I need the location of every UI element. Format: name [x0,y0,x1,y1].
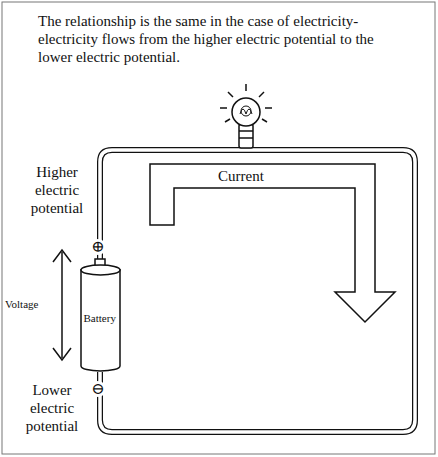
current-label: Current [218,167,264,185]
wire [100,150,415,432]
current-arrow: Current [148,158,398,324]
caption-text: The relationship is the same in the case… [38,12,410,66]
light-bulb [220,84,272,148]
voltage-label: Voltage [5,298,57,311]
potential-label: Lower electric potential [16,381,88,435]
terminal-sign: ⊕ [88,237,108,257]
terminal-sign: ⊖ [88,379,108,399]
potential-label: Higher electric potential [16,163,98,217]
battery-cylinder: Battery [80,264,121,372]
frame [2,2,435,454]
battery-label: Battery [84,312,116,325]
arrow-outline [148,158,398,324]
voltage-arrow [53,250,71,360]
